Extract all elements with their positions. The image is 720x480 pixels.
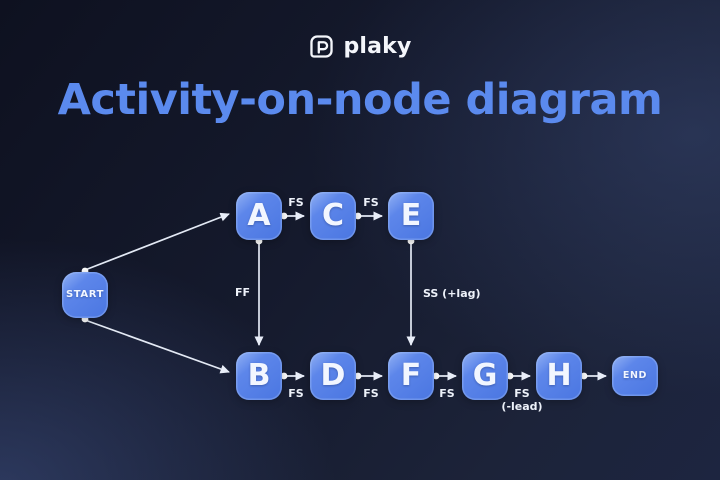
node-start: START	[62, 272, 108, 318]
node-h-label: H	[546, 358, 572, 393]
node-a-label: A	[247, 198, 271, 233]
edge-label-f-g: FS	[439, 387, 455, 400]
node-c: C	[310, 192, 356, 240]
node-b: B	[236, 352, 282, 400]
node-end: END	[612, 356, 658, 396]
edge-start-b	[84, 319, 230, 374]
dot-g-right	[506, 372, 514, 380]
node-d: D	[310, 352, 356, 400]
edge-label-b-d: FS	[288, 387, 304, 400]
node-end-label: END	[622, 370, 648, 382]
brand-header: plaky	[0, 30, 720, 62]
dot-c-right	[354, 212, 362, 220]
edge-label-a-b-ff: FF	[235, 286, 250, 299]
edge-label-d-f: FS	[363, 387, 379, 400]
node-g-label: G	[472, 358, 498, 393]
node-h: H	[536, 352, 582, 400]
node-d-label: D	[320, 358, 346, 393]
dot-h-right	[580, 372, 588, 380]
dot-d-right	[354, 372, 362, 380]
edge-label-e-f-ss: SS (+lag)	[423, 287, 481, 300]
edge-start-a	[84, 212, 230, 271]
edge-label-g-h-line1: FS	[514, 387, 530, 400]
edge-label-a-c: FS	[288, 196, 304, 209]
node-c-label: C	[321, 198, 345, 233]
node-a: A	[236, 192, 282, 240]
plaky-logo-icon	[310, 34, 334, 58]
node-f: F	[388, 352, 434, 400]
brand-wordmark: plaky	[343, 33, 412, 59]
edge-label-g-h-line2: (-lead)	[501, 400, 542, 413]
node-f-label: F	[400, 358, 422, 393]
page-title: Activity-on-node diagram	[57, 75, 663, 125]
node-g: G	[462, 352, 508, 400]
node-b-label: B	[247, 358, 271, 393]
dot-f-right	[432, 372, 440, 380]
edge-label-c-e: FS	[363, 196, 379, 209]
node-e: E	[388, 192, 434, 240]
dot-a-right	[280, 212, 288, 220]
dot-b-right	[280, 372, 288, 380]
node-e-label: E	[400, 198, 422, 233]
node-start-label: START	[65, 289, 105, 300]
